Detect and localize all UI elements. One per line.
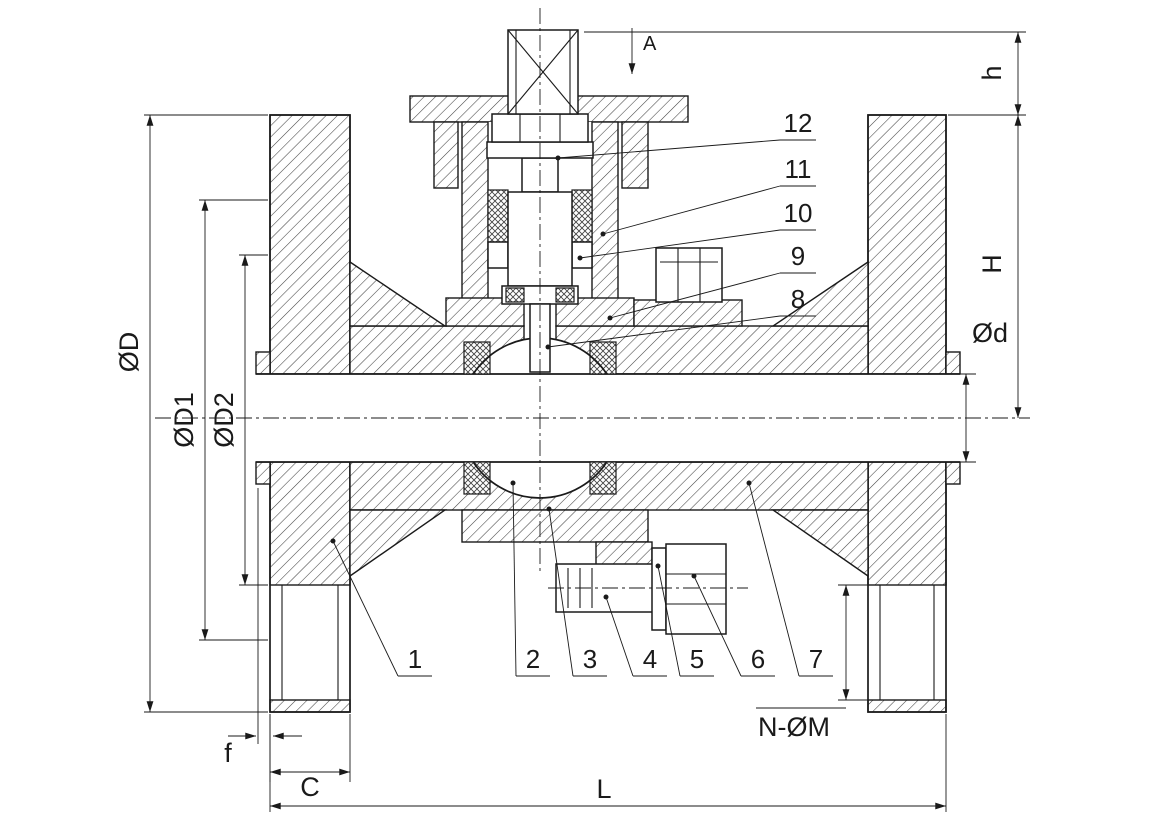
dim-label-OD2: ØD2 bbox=[209, 392, 239, 448]
centerlines bbox=[155, 8, 1030, 589]
cap-nut-boss bbox=[633, 299, 743, 327]
part-callouts-right: 12 11 10 9 8 bbox=[545, 108, 816, 350]
part-label-4: 4 bbox=[643, 644, 657, 674]
dim-label-L: L bbox=[596, 774, 611, 804]
section-label-A: A bbox=[643, 33, 657, 55]
dim-label-C: C bbox=[300, 772, 320, 802]
part-label-3: 3 bbox=[583, 644, 597, 674]
dimension-lines: ØD ØD1 ØD2 h H Ød f C bbox=[114, 28, 1026, 812]
dim-label-h: h bbox=[977, 65, 1007, 80]
part-label-11: 11 bbox=[785, 154, 812, 184]
part-label-12: 12 bbox=[784, 108, 813, 138]
dim-label-f: f bbox=[224, 738, 232, 768]
drain-washer bbox=[651, 547, 667, 631]
part-label-6: 6 bbox=[751, 644, 765, 674]
part-label-9: 9 bbox=[791, 241, 805, 271]
ball-seats bbox=[463, 341, 617, 495]
bonnet-assembly bbox=[409, 29, 743, 373]
dim-label-NOM: N-ØM bbox=[758, 712, 830, 742]
part-label-1: 1 bbox=[408, 644, 422, 674]
part-label-10: 10 bbox=[784, 198, 813, 228]
dim-label-OD: ØD bbox=[114, 332, 144, 373]
part-label-8: 8 bbox=[791, 284, 805, 314]
part-label-2: 2 bbox=[526, 644, 540, 674]
stem bbox=[501, 157, 579, 373]
stem-head-knurled bbox=[507, 29, 579, 115]
part-label-7: 7 bbox=[809, 644, 823, 674]
dim-label-H: H bbox=[977, 254, 1007, 274]
bonnet-wall-left bbox=[461, 121, 489, 301]
dim-label-Od: Ød bbox=[972, 318, 1008, 348]
left-flange bbox=[255, 114, 351, 713]
dim-label-OD1: ØD1 bbox=[169, 392, 199, 448]
bonnet-wall-right bbox=[591, 121, 619, 301]
right-flange bbox=[867, 114, 961, 713]
part-callouts-bottom: 1 2 3 4 5 6 7 bbox=[330, 480, 833, 677]
cap-nut bbox=[655, 247, 723, 303]
drain-nut bbox=[665, 543, 727, 635]
part-label-5: 5 bbox=[690, 644, 704, 674]
